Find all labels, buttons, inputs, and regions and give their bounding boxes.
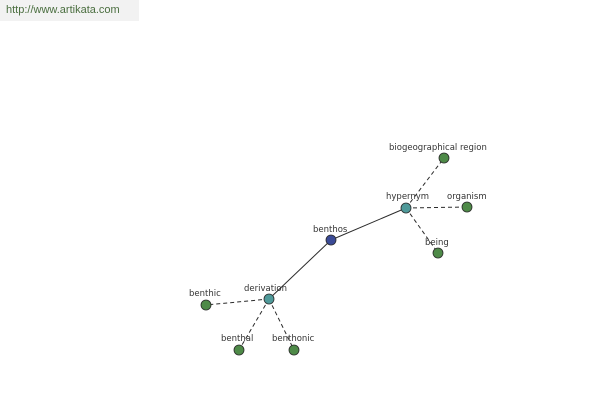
node-hypernym[interactable]: hypernym [386, 192, 429, 214]
node-benthic-dot [200, 299, 212, 311]
node-benthal[interactable]: benthal [221, 334, 253, 356]
edge-hypernym-organism [405, 206, 468, 209]
node-benthonic-label: benthonic [272, 334, 315, 344]
node-biogeographical-region-dot [438, 152, 450, 164]
node-benthos-dot [325, 234, 337, 246]
node-derivation[interactable]: derivation [244, 284, 287, 305]
node-benthal-dot [233, 344, 245, 356]
node-hypernym-dot [400, 202, 412, 214]
node-benthonic-dot [288, 344, 300, 356]
node-derivation-label: derivation [244, 284, 287, 294]
node-organism-dot [461, 201, 473, 213]
node-biogeographical-region-label: biogeographical region [389, 143, 487, 153]
edge-hypernym-being [405, 207, 439, 254]
node-being-dot [432, 247, 444, 259]
node-benthic[interactable]: benthic [189, 289, 221, 311]
node-derivation-dot [263, 293, 275, 305]
edge-derivation-benthonic [268, 298, 295, 351]
node-benthic-label: benthic [189, 289, 221, 299]
node-being[interactable]: being [425, 238, 449, 259]
node-benthos[interactable]: benthos [313, 225, 348, 246]
node-benthal-label: benthal [221, 334, 253, 344]
node-organism[interactable]: organism [447, 192, 487, 213]
node-benthonic[interactable]: benthonic [272, 334, 315, 356]
node-biogeographical-region[interactable]: biogeographical region [389, 143, 487, 164]
edge-derivation-benthal [238, 298, 270, 351]
node-organism-label: organism [447, 192, 487, 202]
node-being-label: being [425, 238, 449, 248]
node-hypernym-label: hypernym [386, 192, 429, 202]
edge-derivation-benthic [205, 298, 270, 306]
site-url-watermark[interactable]: http://www.artikata.com [0, 0, 139, 21]
edge-benthos-derivation [268, 239, 332, 300]
edge-benthos-hypernym [330, 207, 407, 241]
edge-hypernym-biogeographical-region [405, 157, 445, 209]
node-benthos-label: benthos [313, 225, 348, 235]
